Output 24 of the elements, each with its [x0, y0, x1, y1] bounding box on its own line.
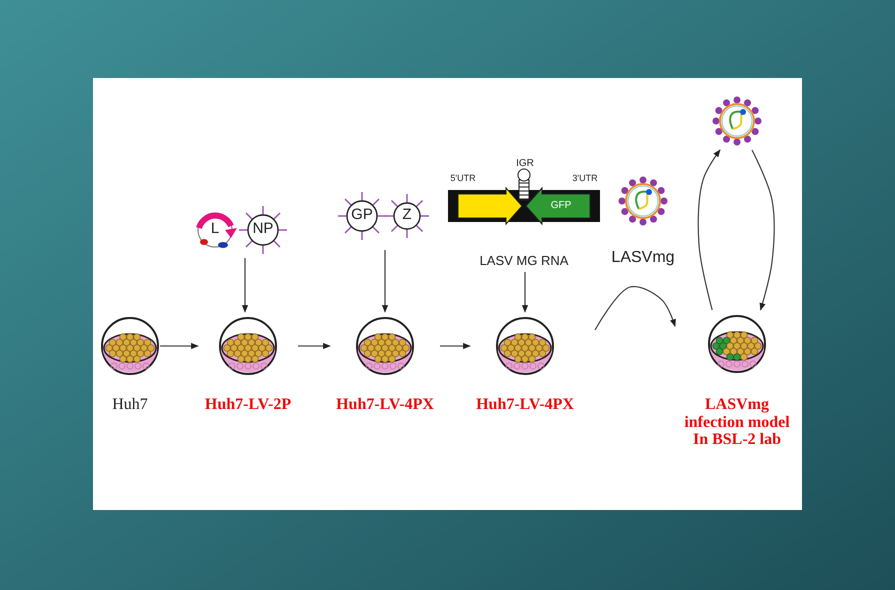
gene-label: 3'UTR	[571, 174, 599, 184]
cell-line-label: LASVmg infection model In BSL-2 lab	[683, 396, 791, 449]
cell-line-label: Huh7	[111, 396, 149, 414]
arrow	[698, 149, 720, 310]
gene-label: NP	[252, 221, 274, 238]
gene-label: 5'UTR	[449, 174, 477, 184]
cell-line-label: Huh7-LV-4PX	[335, 396, 435, 414]
gene-label: IGR	[515, 158, 535, 169]
virus-label: LASVmg	[610, 249, 676, 267]
cell-line-label: Huh7-LV-4PX	[475, 396, 575, 414]
arrow	[298, 342, 331, 350]
arrow	[594, 286, 676, 330]
gene-label: GFP	[550, 200, 572, 211]
arrow	[752, 150, 775, 311]
arrow	[440, 342, 471, 350]
gene-label: Z	[401, 207, 413, 224]
arrow	[522, 272, 528, 313]
gene-label: L	[210, 221, 220, 238]
construct-label: LASV MG RNA	[478, 254, 570, 268]
gene-label: GP	[350, 207, 374, 224]
cell-line-label: Huh7-LV-2P	[204, 396, 292, 414]
arrow	[160, 342, 199, 350]
arrow	[242, 258, 248, 313]
arrow	[382, 250, 388, 313]
